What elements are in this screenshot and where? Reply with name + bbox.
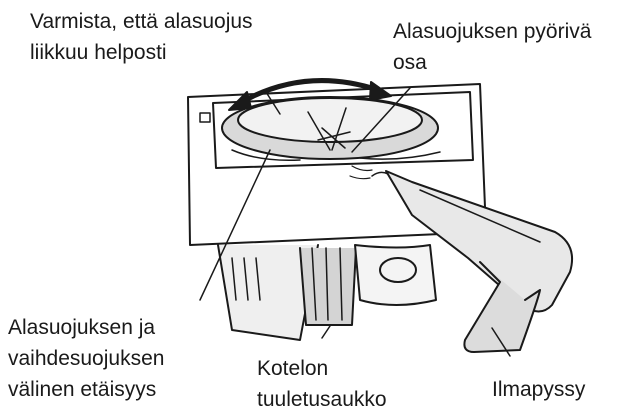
label-guard-rotating-part: Alasuojuksen pyörivä osa xyxy=(393,20,592,74)
label-housing-vent: Kotelon tuuletusaukko xyxy=(257,357,387,411)
lower-guard xyxy=(221,96,441,162)
label-guard-gap: Alasuojuksen ja vaihdesuojuksen välinen … xyxy=(8,316,165,401)
rotation-arrow xyxy=(228,78,392,111)
air-gun xyxy=(349,165,574,353)
motor-housing xyxy=(217,244,437,341)
callout-lines xyxy=(199,87,511,357)
label-check-guard-moves: Varmista, että alasuojus liikkuu helpost… xyxy=(30,10,253,64)
label-air-gun: Ilmapyssy xyxy=(492,378,586,401)
